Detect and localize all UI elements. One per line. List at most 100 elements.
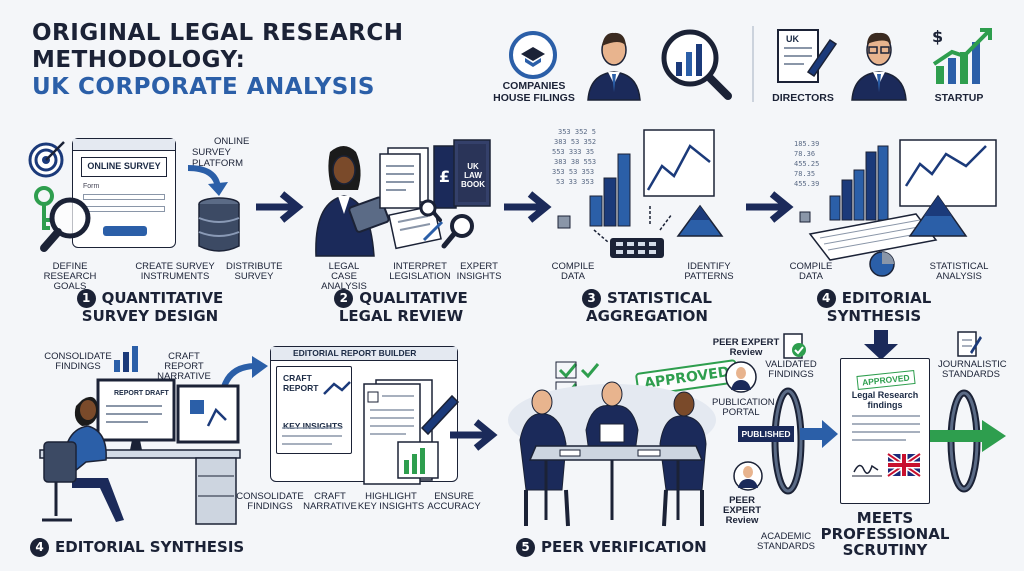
validated-doc-icon — [783, 333, 806, 359]
published-banner: PUBLISHED — [738, 426, 794, 442]
workstation-icon — [39, 378, 241, 525]
expert-avatar-icon — [733, 461, 763, 491]
stage2-label-case: LEGAL CASE ANALYSIS — [321, 261, 367, 292]
craft-report-card: CRAFT REPORT KEY INSIGHTS — [276, 366, 352, 454]
down-arrow-icon — [864, 330, 898, 360]
expert-avatar-icon — [725, 361, 757, 393]
header-divider — [752, 26, 754, 102]
statistical-visual-icon: 353 352 5 383 53 352 553 333 35 383 38 553… — [552, 128, 724, 258]
stage-number: 3 — [582, 289, 602, 308]
peer-expert-review-label-2: PEER EXPERT Review — [722, 495, 761, 526]
svg-text:353 352 5: 353 352 5 — [558, 128, 596, 136]
stage2-label-legislation: INTERPRET LEGISLATION — [389, 261, 451, 282]
stage3-label-compile: COMPILE DATA — [551, 261, 595, 282]
legal-analyst-icon — [315, 146, 390, 257]
publication-portal-label: PUBLICATION PORTAL — [712, 397, 775, 418]
survey-header: ONLINE SURVEY — [81, 157, 167, 177]
page-title: ORIGINAL LEGAL RESEARCH METHODOLOGY: UK … — [32, 20, 404, 101]
journalistic-standards-label: JOURNALISTIC STANDARDS — [938, 359, 1007, 380]
uk-document-label: UK — [786, 34, 799, 44]
report-pages-icon — [282, 379, 460, 485]
stage-number: 5 — [516, 538, 535, 557]
businessman-icon — [587, 32, 641, 101]
directors-label: DIRECTORS — [772, 92, 834, 104]
flow-arrow-icon — [504, 191, 552, 223]
mini-bar-chart-icon — [114, 346, 138, 372]
craft-report-text: CRAFT REPORT — [283, 373, 319, 393]
startup-growth-icon: $ — [932, 27, 992, 84]
svg-text:$: $ — [932, 27, 943, 46]
director-icon — [851, 32, 907, 101]
svg-text:353 53 353: 353 53 353 — [552, 168, 594, 176]
key-insights-text: KEY INSIGHTS — [283, 421, 343, 431]
startup-label: STARTUP — [934, 92, 984, 104]
final-document: APPROVED Legal Research findings — [840, 358, 930, 504]
key-icon — [34, 186, 54, 230]
stage4-label-compile: COMPILE DATA — [789, 261, 833, 282]
svg-text:383 38 553: 383 38 553 — [554, 158, 596, 166]
stage1-label-goals: DEFINE RESEARCH GOALS — [43, 261, 97, 292]
journalism-doc-icon — [957, 331, 982, 357]
submit-button[interactable] — [103, 226, 147, 236]
document-lines-icon — [852, 415, 922, 479]
stage-number: 4 — [30, 538, 49, 557]
peer-expert-review-label: PEER EXPERT Review — [712, 337, 780, 358]
stage-number: 1 — [76, 289, 96, 308]
peer-meeting-icon — [508, 381, 716, 527]
svg-text:78.35: 78.35 — [794, 170, 815, 178]
svg-text:553 333 35: 553 333 35 — [552, 148, 594, 156]
curved-arrow-icon — [187, 165, 228, 196]
stage-number: 4 — [816, 289, 836, 308]
stage3-label-patterns: IDENTIFY PATTERNS — [684, 261, 734, 282]
svg-text:455.39: 455.39 — [794, 180, 819, 188]
target-icon — [28, 141, 65, 178]
academic-standards-label: ACADEMIC STANDARDS — [757, 531, 815, 552]
svg-text:78.36: 78.36 — [794, 150, 815, 158]
title-line-2: METHODOLOGY: — [32, 47, 246, 73]
form-field — [83, 194, 165, 200]
consolidate-findings-label: CONSOLIDATE FINDINGS — [44, 351, 112, 372]
builder-label-accuracy: ENSURE ACCURACY — [427, 491, 481, 512]
title-line-1: ORIGINAL LEGAL RESEARCH — [32, 20, 404, 46]
builder-label-consolidate: CONSOLIDATE FINDINGS — [236, 491, 304, 512]
online-survey-window: ONLINE SURVEY Form — [72, 138, 176, 248]
blue-arrow-icon — [800, 420, 838, 448]
title-line-3: UK CORPORATE ANALYSIS — [32, 74, 375, 100]
svg-text:53 33 353: 53 33 353 — [556, 178, 594, 186]
stage-number: 2 — [334, 289, 354, 308]
builder-titlebar: EDITORIAL REPORT BUILDER — [271, 347, 457, 361]
database-icon — [198, 197, 240, 252]
green-arrow-icon — [930, 420, 1006, 452]
builder-label-craft: CRAFT NARRATIVE — [303, 491, 357, 512]
companies-house-logo-icon — [509, 31, 557, 79]
svg-text:455.25: 455.25 — [794, 160, 819, 168]
svg-text:£: £ — [439, 167, 450, 186]
svg-text:383 53 352: 383 53 352 — [554, 138, 596, 146]
craft-narrative-label: CRAFT REPORT NARRATIVE — [157, 351, 211, 382]
notepad-magnifier-icon — [388, 199, 474, 250]
flow-arrow-icon — [256, 191, 304, 223]
flow-arrow-icon — [450, 419, 498, 451]
document-approved-stamp: APPROVED — [856, 370, 916, 390]
magnifier-chart-icon — [661, 29, 732, 100]
form-label: Form — [83, 183, 100, 190]
flow-arrow-icon — [746, 191, 794, 223]
document-title: Legal Research findings — [851, 390, 919, 410]
form-field — [83, 206, 165, 212]
uk-document-icon — [777, 29, 838, 83]
window-titlebar — [73, 139, 175, 151]
stage4-label-statistical: STATISTICAL ANALYSIS — [929, 261, 989, 282]
documents-icon — [379, 147, 429, 209]
law-book-label: UK LAW BOOK — [461, 162, 485, 189]
validated-findings-label: VALIDATED FINDINGS — [765, 359, 817, 380]
report-draft-label: REPORT DRAFT — [114, 390, 169, 397]
